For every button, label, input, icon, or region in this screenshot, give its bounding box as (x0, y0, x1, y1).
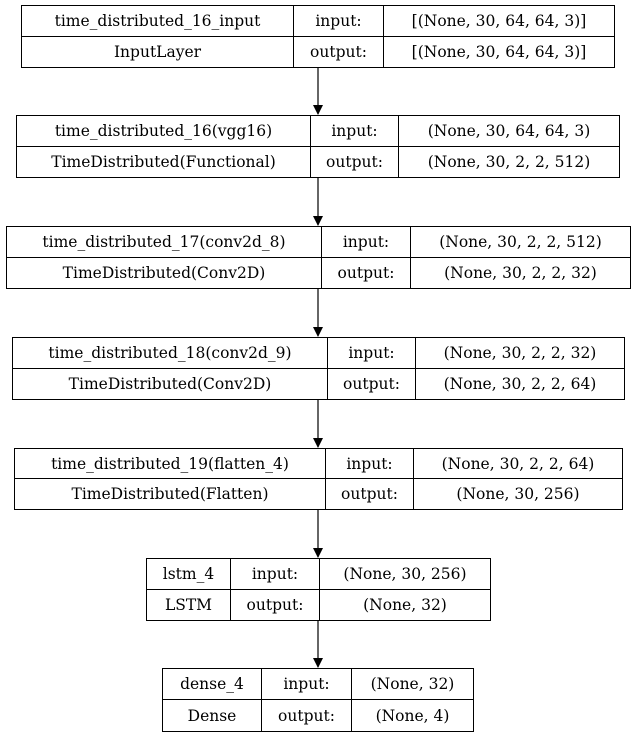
input-label: input: (326, 449, 414, 479)
layer-node: time_distributed_19(flatten_4) input: (N… (14, 448, 623, 510)
output-label: output: (262, 700, 352, 731)
layer-name: time_distributed_19(flatten_4) (15, 449, 326, 479)
layer-name: time_distributed_17(conv2d_8) (7, 227, 322, 258)
output-shape: (None, 4) (375, 706, 450, 725)
input-label: input: (262, 669, 352, 700)
input-label: input: (311, 116, 399, 147)
layer-node: time_distributed_18(conv2d_9) input: (No… (12, 337, 625, 400)
output-label: output: (328, 368, 416, 399)
input-shape: (None, 30, 64, 64, 3) (399, 116, 619, 147)
output-label: output: (294, 36, 384, 67)
layer-node: time_distributed_16(vgg16) input: (None,… (16, 115, 620, 178)
output-shape: [(None, 30, 64, 64, 3)] (411, 42, 587, 61)
output-label: output: (231, 589, 320, 620)
layer-name: time_distributed_16(vgg16) (17, 116, 311, 147)
layer-node: time_distributed_16_input input: [(None,… (21, 5, 615, 68)
output-shape: (None, 30, 2, 2, 64) (443, 374, 597, 393)
layer-name: time_distributed_18(conv2d_9) (13, 338, 328, 369)
layer-type: TimeDistributed(Conv2D) (13, 368, 328, 399)
layer-name: lstm_4 (147, 559, 231, 590)
output-shape: (None, 30, 2, 2, 32) (444, 263, 597, 282)
input-label: input: (328, 338, 416, 369)
input-shape: [(None, 30, 64, 64, 3)] (384, 6, 614, 37)
input-shape: (None, 32) (352, 669, 473, 700)
layer-type: TimeDistributed(Functional) (17, 146, 311, 177)
output-label: output: (311, 146, 399, 177)
layer-type: TimeDistributed(Conv2D) (7, 257, 322, 288)
layer-node: lstm_4 input: (None, 30, 256) LSTM outpu… (146, 558, 491, 621)
layer-type: LSTM (147, 589, 231, 620)
layer-type: Dense (163, 700, 262, 731)
output-shape: (None, 30, 2, 2, 512) (427, 152, 591, 171)
layer-node: dense_4 input: (None, 32) Dense output: … (162, 668, 474, 732)
input-label: input: (322, 227, 411, 258)
input-shape: (None, 30, 2, 2, 64) (414, 449, 622, 479)
output-shape: (None, 32) (363, 595, 447, 614)
layer-node: time_distributed_17(conv2d_8) input: (No… (6, 226, 631, 289)
input-shape: (None, 30, 2, 2, 32) (416, 338, 624, 369)
input-label: input: (294, 6, 384, 37)
layer-name: time_distributed_16_input (22, 6, 294, 37)
input-shape: (None, 30, 256) (320, 559, 490, 590)
layer-name: dense_4 (163, 669, 262, 700)
input-label: input: (231, 559, 320, 590)
layer-type: InputLayer (22, 36, 294, 67)
output-label: output: (326, 479, 414, 509)
output-label: output: (322, 257, 411, 288)
output-shape: (None, 30, 256) (456, 485, 580, 503)
layer-type: TimeDistributed(Flatten) (15, 479, 326, 509)
input-shape: (None, 30, 2, 2, 512) (411, 227, 630, 258)
